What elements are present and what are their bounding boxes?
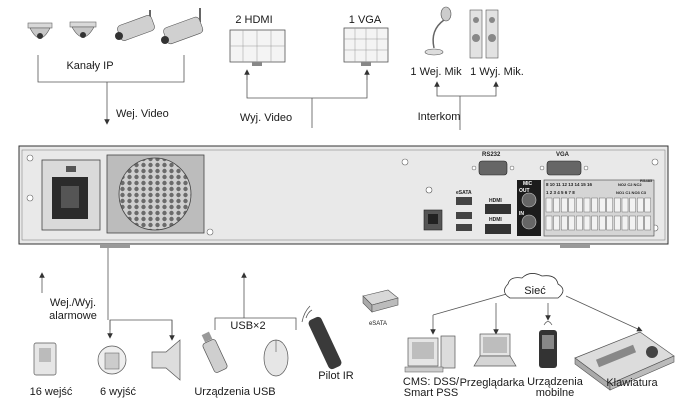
- bullet-camera-icon: [115, 10, 155, 41]
- ir-remote-icon: [301, 305, 342, 370]
- cms-label-2: Smart PSS: [403, 387, 459, 399]
- alarm-io-label-2: alarmowe: [49, 310, 97, 322]
- mic-label: MIC: [523, 181, 533, 187]
- alarm-input-sensor-icon: [33, 342, 57, 376]
- hdmi-label: 2 HDMI: [235, 14, 273, 26]
- terminal-slot: [629, 215, 636, 231]
- mic-in-port-label: IN: [519, 211, 524, 217]
- terminal-slot: [545, 197, 553, 213]
- terminal-slot: [583, 197, 591, 213]
- terminal-slot: [599, 215, 606, 231]
- intercom-label: Interkom: [417, 111, 461, 123]
- network-label: Sieć: [524, 285, 546, 297]
- video-in-label: Wej. Video: [116, 108, 169, 120]
- esata-device-label: eSATA: [368, 321, 388, 327]
- ir-remote-label: Pilot IR: [318, 370, 354, 382]
- rs232-port-icon: [478, 160, 508, 176]
- alarm-numbers-top: 8 10 11 12 13 14 15 16: [546, 182, 593, 187]
- network-cloud-icon: [504, 273, 564, 299]
- terminal-slot: [637, 197, 644, 213]
- mic-out-port-label: OUT: [519, 188, 530, 194]
- dome-camera-icon: [27, 22, 53, 39]
- mobile-label-2: mobilne: [535, 387, 575, 399]
- terminal-slot: [621, 215, 629, 231]
- terminal-slot: [576, 197, 583, 213]
- usb-count-label: USB×2: [230, 320, 266, 332]
- hdmi-port-label: HDMI: [489, 198, 502, 204]
- mobile-phone-icon: [539, 321, 557, 368]
- terminal-slot: [583, 215, 591, 231]
- terminal-slot: [568, 215, 575, 231]
- terminal-slot: [629, 197, 636, 213]
- rs232-port-label: RS232: [482, 152, 501, 158]
- terminal-slot: [591, 197, 598, 213]
- terminal-slot: [591, 215, 598, 231]
- terminal-slot: [644, 215, 651, 231]
- usb-flash-drive-icon: [201, 331, 228, 373]
- terminal-slot: [568, 197, 575, 213]
- mic-out-jack-icon: [521, 192, 537, 208]
- terminal-slot: [644, 197, 651, 213]
- browser-label: Przeglądarka: [459, 377, 525, 389]
- hdmi-port-icon: [485, 204, 511, 214]
- terminal-slot: [637, 215, 644, 231]
- alarm-output-horn-icon: [151, 339, 181, 381]
- terminal-slot: [606, 215, 613, 231]
- esata-drive-icon: [362, 289, 399, 313]
- cameras-label: Kanały IP: [66, 60, 114, 72]
- nvr-rear-panel: [18, 145, 669, 248]
- video-out-label: Wyj. Video: [239, 112, 293, 124]
- mobile-label-1: Urządzenia: [527, 376, 583, 388]
- usb-port-icon-2: [456, 224, 472, 231]
- inputs-label: 16 wejść: [29, 386, 73, 398]
- alarm-right-top: NO2 C2 NC2: [618, 182, 642, 187]
- terminal-slot: [561, 197, 568, 213]
- alarm-io-label-1: Wej./Wyj.: [49, 297, 97, 309]
- terminal-slot: [545, 215, 553, 231]
- bullet-camera-icon-2: [161, 8, 204, 45]
- usb-port-icon: [456, 212, 472, 219]
- speaker-icon: [469, 9, 499, 59]
- terminal-slot: [606, 197, 613, 213]
- alarm-numbers-bottom: 1 2 3 4 5 6 7 8: [546, 190, 575, 195]
- terminal-slot: [599, 197, 606, 213]
- keyboard-label: Klawiatura: [606, 377, 658, 389]
- terminal-slot: [553, 215, 560, 231]
- alarm-right-bottom: NO1 C1 NO3 C3: [616, 190, 647, 195]
- terminal-slot: [614, 197, 621, 213]
- vga-port-label: VGA: [556, 152, 570, 158]
- mic-out-label: 1 Wyj. Mik.: [470, 66, 524, 78]
- terminal-slot: [561, 215, 568, 231]
- hdmi-port-label-2: HDMI: [489, 217, 502, 223]
- terminal-slot: [576, 215, 583, 231]
- usb-mouse-icon: [263, 339, 289, 377]
- top-lines: [37, 55, 499, 130]
- vga-label: 1 VGA: [348, 14, 382, 26]
- cms-workstation-icon: [404, 335, 456, 373]
- hdmi-port-icon-2: [485, 224, 511, 234]
- hdmi-monitor-icon: [229, 29, 286, 66]
- microphone-icon: [424, 6, 452, 56]
- terminal-slot: [614, 215, 621, 231]
- esata-port-label: eSATA: [456, 190, 472, 196]
- alarm-output-siren-icon: [97, 345, 127, 375]
- terminal-slot: [621, 197, 629, 213]
- esata-port-icon: [456, 197, 472, 205]
- laptop-icon: [473, 333, 517, 367]
- outputs-label: 6 wyjść: [99, 386, 137, 398]
- usb-devices-label: Urządzenia USB: [194, 386, 276, 398]
- dome-camera-icon-2: [69, 21, 97, 38]
- vga-monitor-icon: [343, 27, 389, 66]
- cms-label-1: CMS: DSS/: [402, 376, 460, 388]
- bottom-lines: [39, 248, 643, 341]
- mic-in-label: 1 Wej. Mik: [410, 66, 462, 78]
- terminal-slot: [553, 197, 560, 213]
- mic-in-jack-icon: [521, 214, 537, 230]
- vga-port-icon: [546, 160, 582, 176]
- ptz-keyboard-icon: [574, 331, 675, 391]
- rs485-label: RS485: [640, 178, 653, 183]
